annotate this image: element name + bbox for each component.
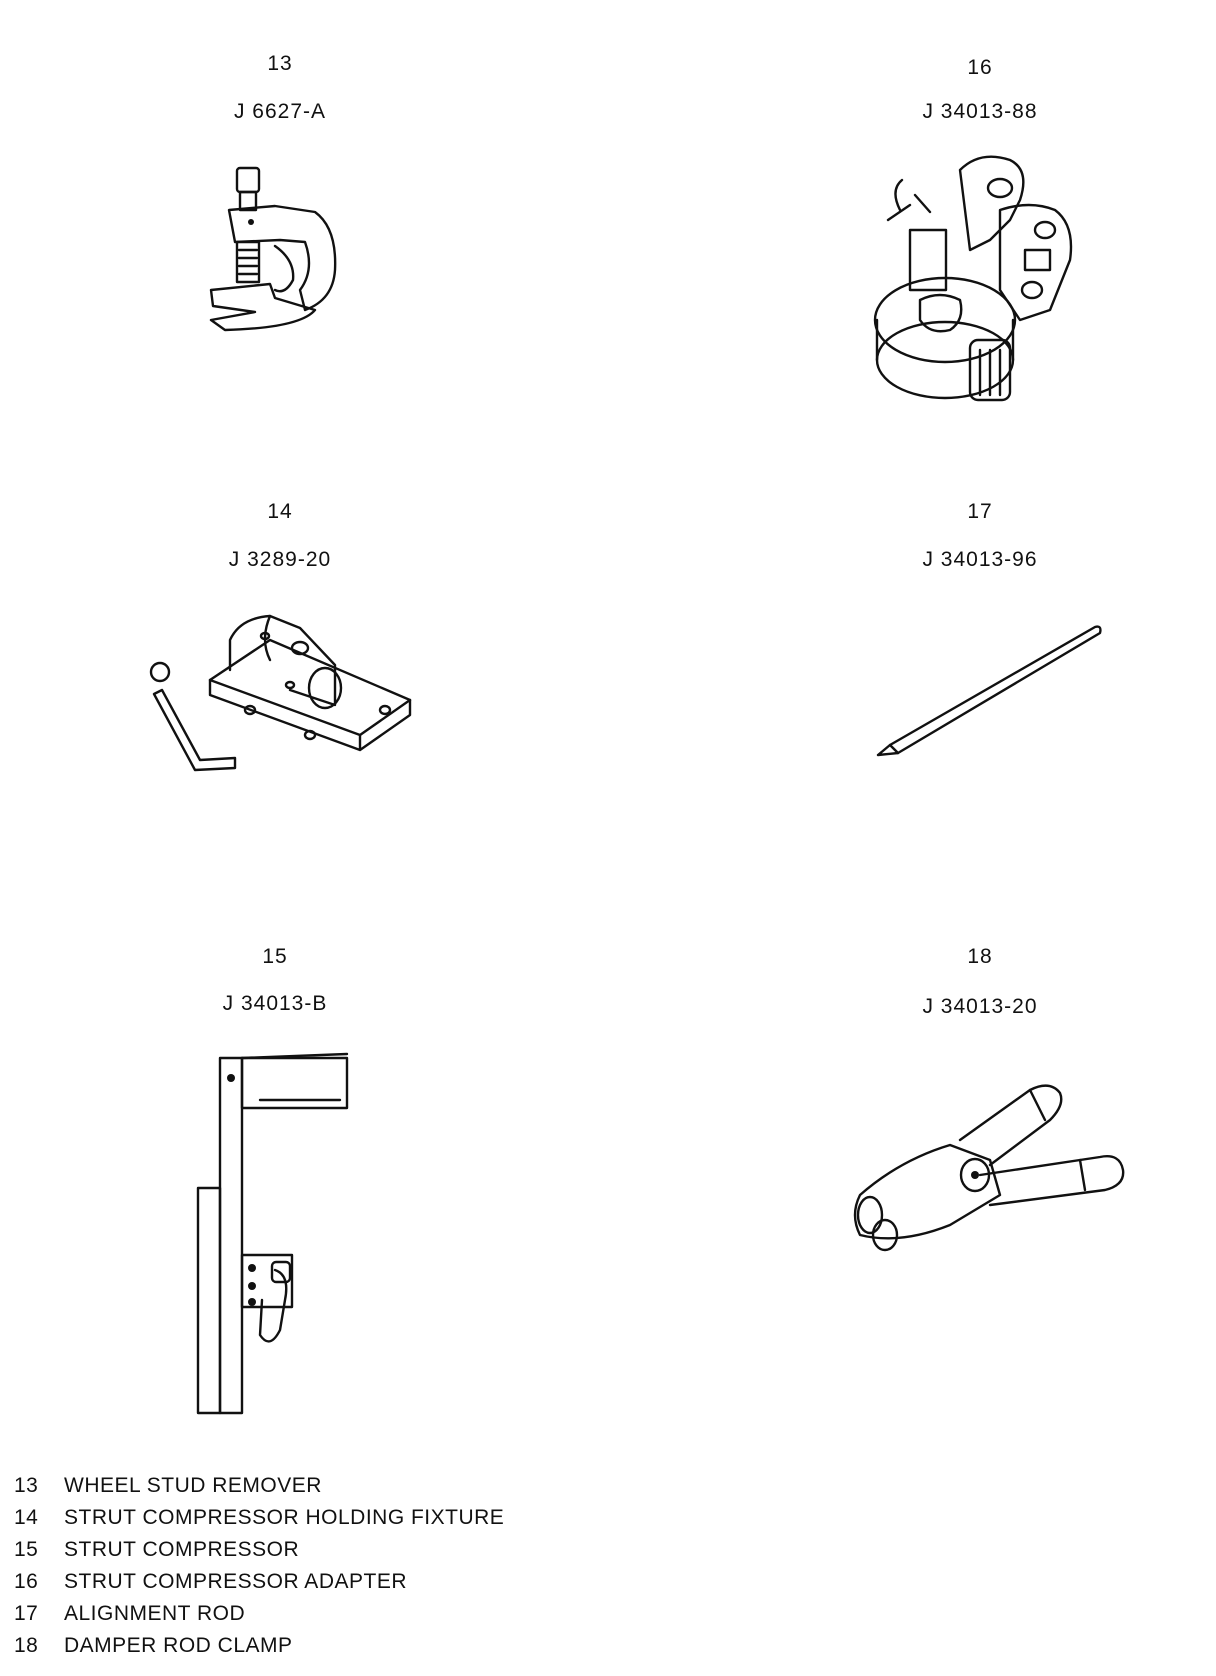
legend-number: 17 [14,1602,39,1625]
damper-rod-clamp-drawing [853,1084,1125,1252]
tool-17-part-number: J 34013-96 [922,548,1038,571]
legend-text: ALIGNMENT ROD [64,1602,246,1625]
wheel-stud-remover-drawing [209,166,337,332]
legend-number: 15 [14,1538,39,1561]
legend-item: 18 DAMPER ROD CLAMP [14,1630,504,1662]
tool-15-part-number: J 34013-B [222,992,328,1015]
tool-16-number: 16 [967,56,993,79]
legend-item: 14 STRUT COMPRESSOR HOLDING FIXTURE [14,1502,504,1534]
compressor-adapter-drawing [873,155,1073,402]
tool-14-number: 14 [267,500,293,523]
legend-number: 16 [14,1570,39,1593]
legend-text: STRUT COMPRESSOR ADAPTER [64,1570,407,1593]
legend-number: 14 [14,1506,39,1529]
legend-text: DAMPER ROD CLAMP [64,1634,293,1657]
holding-fixture-drawing [149,614,412,772]
legend-number: 18 [14,1634,39,1657]
legend-item: 15 STRUT COMPRESSOR [14,1534,504,1566]
strut-compressor-drawing [196,1052,349,1415]
legend-number: 13 [14,1474,39,1497]
tool-17-number: 17 [967,500,993,523]
tool-13-part-number: J 6627-A [233,100,327,123]
tool-16-part-number: J 34013-88 [922,100,1038,123]
legend-text: STRUT COMPRESSOR [64,1538,300,1561]
tool-13-number: 13 [267,52,293,75]
legend-item: 13 WHEEL STUD REMOVER [14,1470,504,1502]
legend-text: STRUT COMPRESSOR HOLDING FIXTURE [64,1506,505,1529]
legend-text: WHEEL STUD REMOVER [64,1474,322,1497]
alignment-rod-drawing [876,625,1102,757]
tool-18-number: 18 [967,945,993,968]
tool-14-part-number: J 3289-20 [228,548,332,571]
legend-item: 17 ALIGNMENT ROD [14,1598,504,1630]
legend-item: 16 STRUT COMPRESSOR ADAPTER [14,1566,504,1598]
tool-18-part-number: J 34013-20 [922,995,1038,1018]
tool-15-number: 15 [262,945,288,968]
